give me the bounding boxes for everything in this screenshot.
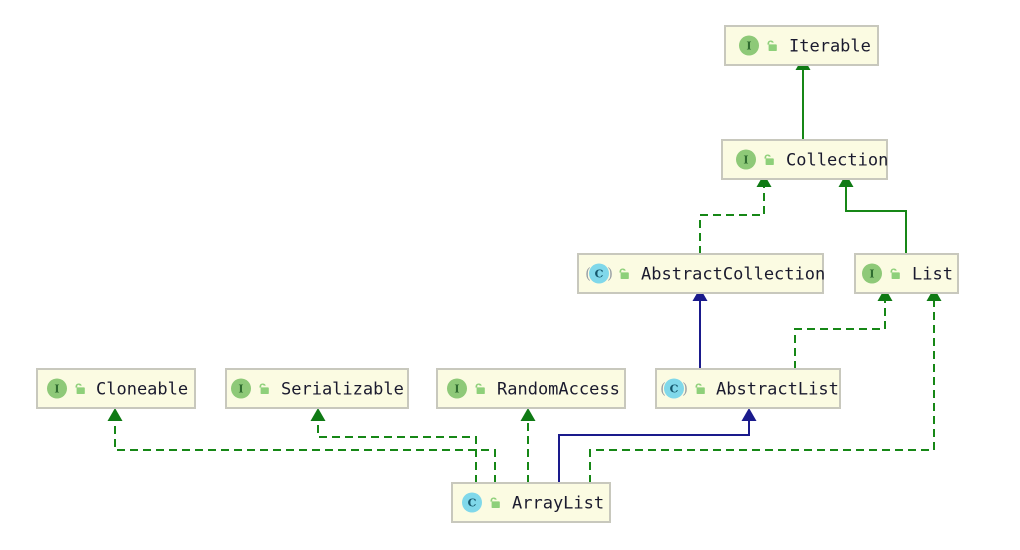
arrow-head-icon xyxy=(520,408,536,421)
interface-icon-letter: I xyxy=(54,383,59,396)
interface-icon: I xyxy=(447,378,467,399)
node-label: Cloneable xyxy=(96,380,188,400)
interface-icon: I xyxy=(739,35,759,56)
edge-arraylist-implements-list xyxy=(589,288,942,483)
node-collection[interactable]: I Collection xyxy=(721,139,888,180)
node-label: AbstractCollection xyxy=(641,265,825,285)
arrow-head-icon xyxy=(310,408,326,421)
class-icon: C xyxy=(462,492,482,513)
interface-icon-letter: I xyxy=(743,154,748,167)
node-arraylist[interactable]: C ArrayList xyxy=(451,482,611,523)
abstract-class-icon: ( C ) xyxy=(660,378,688,399)
interface-icon-letter: I xyxy=(454,383,459,396)
node-label: Collection xyxy=(786,151,888,171)
abstract-class-icon: ( C ) xyxy=(585,263,613,284)
arrow-head-icon xyxy=(107,408,123,421)
interface-icon-letter: I xyxy=(238,383,243,396)
abstract-open-paren: ( xyxy=(660,380,666,398)
node-label: AbstractList xyxy=(716,380,839,400)
interface-icon: I xyxy=(862,263,882,284)
node-randomaccess[interactable]: I RandomAccess xyxy=(436,368,626,409)
class-icon-letter: C xyxy=(468,497,477,510)
abstract-open-paren: ( xyxy=(585,265,591,283)
edge-list-extends-collection xyxy=(838,174,907,254)
node-label: Serializable xyxy=(281,380,404,400)
node-label: List xyxy=(912,265,953,285)
node-label: Iterable xyxy=(789,37,871,57)
node-iterable[interactable]: I Iterable xyxy=(724,25,879,66)
edge-arraylist-implements-randomaccess xyxy=(520,408,536,483)
edge-abstractlist-extends-abstractcollection xyxy=(692,288,708,369)
abstract-close-paren: ) xyxy=(682,380,688,398)
edge-arraylist-implements-cloneable xyxy=(107,408,496,483)
node-list[interactable]: I List xyxy=(854,253,959,294)
node-abstractcollection[interactable]: ( C ) AbstractCollection xyxy=(577,253,825,294)
class-icon-letter: C xyxy=(595,268,604,281)
interface-icon-letter: I xyxy=(746,40,751,53)
interface-icon: I xyxy=(736,149,756,170)
edge-layer xyxy=(107,57,942,483)
interface-icon-letter: I xyxy=(869,268,874,281)
edge-arraylist-extends-abstractlist xyxy=(558,408,757,483)
edge-collection-extends-iterable xyxy=(795,57,811,140)
node-label: RandomAccess xyxy=(497,380,620,400)
node-serializable[interactable]: I Serializable xyxy=(225,368,409,409)
edge-abstractcollection-implements-collection xyxy=(699,174,772,254)
interface-icon: I xyxy=(231,378,251,399)
edge-abstractlist-implements-list xyxy=(794,288,893,369)
node-cloneable[interactable]: I Cloneable xyxy=(36,368,196,409)
abstract-close-paren: ) xyxy=(607,265,613,283)
edge-arraylist-implements-serializable xyxy=(310,408,477,483)
arrow-head-icon xyxy=(741,408,757,421)
class-icon-letter: C xyxy=(670,383,679,396)
node-abstractlist[interactable]: ( C ) AbstractList xyxy=(655,368,841,409)
node-label: ArrayList xyxy=(512,494,604,514)
interface-icon: I xyxy=(47,378,67,399)
